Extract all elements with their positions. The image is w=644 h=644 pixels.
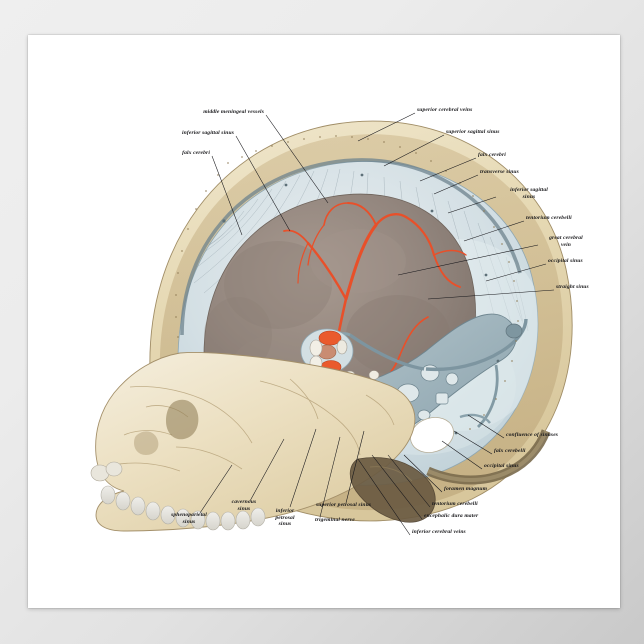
label-falx-cerebri: falx cerebri <box>182 150 210 156</box>
label-inferior-cerebral-veins: inferior cerebral veins <box>412 529 466 535</box>
label-trigeminal-nerve: trigeminal nerve <box>315 517 355 523</box>
maxillary-shadow <box>134 431 159 455</box>
label-confluence-of-sinuses: confluence of sinuses <box>506 432 559 438</box>
straight-sinus <box>349 333 425 371</box>
label-tentorium-cerebelli-lower: tentorium cerebelli <box>432 501 478 507</box>
trigeminal-nerve-ganglion <box>318 330 342 346</box>
label-inferior-sagittal-sinus: inferior sagittal sinus <box>181 130 234 136</box>
transverse-sinus <box>425 318 528 372</box>
label-occipital-sinus: occipital sinus <box>548 258 583 264</box>
label-transverse-sinus: transverse sinus <box>480 169 519 175</box>
label-cavernous-sinus: cavernous sinus <box>231 499 257 512</box>
label-straight-sinus: straight sinus <box>556 284 589 290</box>
anatomy-poster[interactable]: middle meningeal vessels inferior sagitt… <box>28 35 620 608</box>
label-superior-petrosal-sinus: superior petrosal sinus <box>316 502 372 508</box>
confluence-of-sinuses <box>505 323 523 339</box>
label-encephalic-dura-mater: encephalic dura mater <box>424 513 479 519</box>
maxillary-teeth <box>100 485 266 531</box>
label-tentorium-cerebelli: tentorium cerebelli <box>526 215 572 221</box>
label-sphenoparietal-sinus: sphenoparietal sinus <box>171 512 207 525</box>
facial-bone-contours <box>113 378 395 472</box>
label-inferior-sagittal-sinus-right: inferior sagittal sinus <box>510 187 548 200</box>
label-superior-cerebral-veins: superior cerebral veins <box>417 107 473 113</box>
label-falx-cerebri-right: falx cerebri <box>478 152 506 158</box>
label-superior-sagittal-sinus: superior sagittal sinus <box>446 129 500 135</box>
label-falx-cerebelli: falx cerebelli <box>494 448 526 454</box>
label-great-cerebral-vein: great cerebral vein <box>549 235 583 248</box>
orbital-fissure-shadow <box>166 399 199 440</box>
label-occipital-sinus-lower: occipital sinus <box>484 463 519 469</box>
label-foramen-magnum: foramen magnum <box>444 486 488 492</box>
label-inferior-petrosal-sinus: inferior petrosal sinus <box>275 508 295 528</box>
occipital-bone-highlight <box>427 430 548 482</box>
label-middle-meningeal-vessels: middle meningeal vessels <box>203 109 264 115</box>
nasal-bone-blocks <box>90 461 123 482</box>
